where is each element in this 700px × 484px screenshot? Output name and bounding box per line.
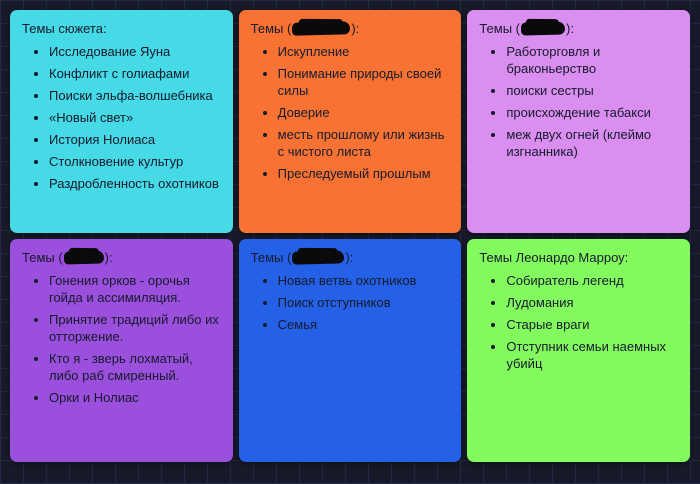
sticky-note-character-1[interactable]: Темы (): Искупление Понимание природы св… [238, 10, 462, 233]
note-title: Темы сюжета: [22, 20, 221, 38]
sticky-note-leonardo-marrow[interactable]: Темы Леонардо Марроу: Собиратель легенд … [467, 239, 690, 462]
note-title-text: Темы сюжета: [22, 21, 107, 36]
note-title: Темы (): [479, 20, 678, 38]
note-item: Лудомания [506, 294, 678, 311]
note-item: Работорговля и браконьерство [506, 43, 678, 77]
redacted-name-scribble [292, 21, 351, 36]
note-title-text: Темы Леонардо Марроу: [479, 250, 629, 265]
note-item: Семья [278, 316, 450, 333]
note-title-text: ): [104, 250, 113, 265]
note-list: Работорговля и браконьерство поиски сест… [479, 43, 678, 160]
note-item: Принятие традиций либо их отторжение. [49, 311, 221, 345]
sticky-note-plot-themes[interactable]: Темы сюжета: Исследование Яуна Конфликт … [10, 10, 233, 233]
note-title: Темы Леонардо Марроу: [479, 249, 678, 267]
redacted-name-scribble [292, 250, 345, 265]
note-title-text: Темы ( [250, 250, 292, 265]
note-item: Преследуемый прошлым [278, 165, 450, 182]
redacted-name-scribble [63, 250, 104, 265]
note-item: Доверие [278, 104, 450, 121]
note-list: Исследование Яуна Конфликт с голиафами П… [22, 43, 221, 192]
note-title: Темы (): [251, 20, 450, 38]
sticky-note-character-4[interactable]: Темы (): Новая ветвь охотников Поиск отс… [238, 239, 462, 462]
note-item: «Новый свет» [49, 109, 221, 126]
note-item: Понимание природы своей силы [278, 65, 450, 99]
note-item: Поиск отступников [278, 294, 450, 311]
note-title-text: ): [351, 21, 360, 36]
sticky-note-character-2[interactable]: Темы (): Работорговля и браконьерство по… [467, 10, 690, 233]
note-item: Конфликт с голиафами [49, 65, 221, 82]
note-item: Старые враги [506, 316, 678, 333]
note-title: Темы (): [22, 249, 221, 267]
note-title-text: ): [566, 21, 574, 36]
note-list: Искупление Понимание природы своей силы … [251, 43, 450, 182]
note-item: меж двух огней (клеймо изгнанника) [506, 126, 678, 160]
sticky-note-character-3[interactable]: Темы (): Гонения орков - орочья гойда и … [10, 239, 233, 462]
note-item: История Нолиаса [49, 131, 221, 148]
note-item: Новая ветвь охотников [278, 272, 450, 289]
note-item: Орки и Нолиас [49, 389, 221, 406]
note-title-text: Темы ( [22, 250, 63, 265]
note-list: Гонения орков - орочья гойда и ассимиляц… [22, 272, 221, 406]
note-item: Искупление [278, 43, 450, 60]
note-title-text: Темы ( [250, 21, 292, 36]
note-item: месть прошлому или жизнь с чистого листа [278, 126, 450, 160]
note-item: Собиратель легенд [506, 272, 678, 289]
note-list: Собиратель легенд Лудомания Старые враги… [479, 272, 678, 372]
note-title-text: ): [345, 250, 354, 265]
note-item: поиски сестры [506, 82, 678, 99]
note-item: Поиски эльфа-волшебника [49, 87, 221, 104]
redacted-name-scribble [520, 21, 566, 36]
note-item: Кто я - зверь лохматый, либо раб смиренн… [49, 350, 221, 384]
note-item: Гонения орков - орочья гойда и ассимиляц… [49, 272, 221, 306]
note-title: Темы (): [251, 249, 450, 267]
note-list: Новая ветвь охотников Поиск отступников … [251, 272, 450, 333]
note-item: Столкновение культур [49, 153, 221, 170]
note-title-text: Темы ( [479, 21, 520, 36]
note-item: Отступник семьи наемных убийц [506, 338, 678, 372]
note-item: происхождение табакси [506, 104, 678, 121]
note-item: Исследование Яуна [49, 43, 221, 60]
note-item: Раздробленность охотников [49, 175, 221, 192]
